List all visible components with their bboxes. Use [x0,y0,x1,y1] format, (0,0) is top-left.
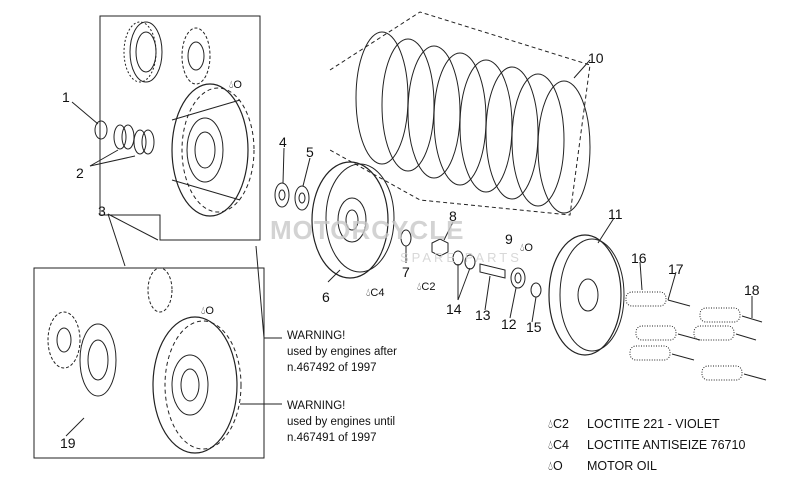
oil-drop-upper: 💧︎O [229,79,242,91]
callout-2: 2 [76,165,84,181]
upper-gear-box [99,15,261,241]
lower-large-gear [79,323,117,397]
bearing-12 [510,267,526,289]
warning-after-line2: used by engines after [287,346,397,358]
upper-large-gear [123,21,163,83]
callout-15: 15 [526,319,542,335]
drop-icon: 💧︎ [366,287,371,299]
oil-drop-plate: 💧︎O [520,242,533,254]
callout-18: 18 [744,282,760,298]
callout-10: 10 [588,50,604,66]
clutch-plates-10 [355,31,591,214]
bushing-2b [133,129,155,155]
upper-clutch-basket [171,83,255,217]
drop-icon: 💧︎ [548,459,554,473]
upper-small-gear [181,27,211,85]
drop-icon: 💧︎ [417,281,422,293]
warning-after-title: WARNING! [287,330,346,342]
pushrod-13 [479,263,506,279]
drop-icon: 💧︎ [520,242,525,254]
watermark-sub: SPARE PARTS [400,250,522,265]
callout-12: 12 [501,316,517,332]
loctite-c4-drop: 💧︎C4 [366,287,385,299]
warning-until-title: WARNING! [287,400,346,412]
oil-drop-lower: 💧︎O [201,305,214,317]
callout-8: 8 [449,208,457,224]
circlip-15 [530,282,542,298]
callout-6: 6 [322,289,330,305]
callout-4: 4 [279,134,287,150]
lower-clutch-basket [152,316,242,454]
warning-until-line2: used by engines until [287,416,396,428]
loctite-c2-drop: 💧︎C2 [417,281,436,293]
drop-icon: 💧︎ [229,79,234,91]
drop-icon: 💧︎ [201,305,206,317]
callout-1: 1 [62,89,70,105]
callout-19: 19 [60,435,76,451]
warning-until-line3: n.467491 of 1997 [287,432,377,444]
nut-8 [431,238,449,257]
callout-5: 5 [306,144,314,160]
callout-13: 13 [475,307,491,323]
lower-gear-box [33,267,265,459]
clutch-hub-6 [311,161,395,279]
callout-9: 9 [505,231,513,247]
warning-after-line3: n.467492 of 1997 [287,362,377,374]
callout-7: 7 [402,264,410,280]
warning-after-note: WARNING! used by engines after n.467492 … [287,328,397,376]
washer-4 [274,182,290,208]
callout-16: 16 [631,250,647,266]
leader-lines [65,59,753,437]
washer-5 [294,185,310,211]
springs-16 [625,291,743,381]
bushing-2a [113,124,135,150]
callout-11: 11 [608,206,623,222]
pressure-plate-11 [548,234,625,356]
callout-3: 3 [98,203,106,219]
lower-small-gear-a [47,311,81,369]
drop-icon: 💧︎ [548,417,554,431]
washer-1 [94,120,108,140]
callout-17: 17 [668,261,684,277]
watermark-brand: MOTORCYCLE [270,215,465,245]
warning-until-note: WARNING! used by engines until n.467491 … [287,398,395,446]
drop-icon: 💧︎ [548,438,554,452]
lower-small-gear-b [147,267,173,313]
callout-14: 14 [446,301,462,317]
bolts-18 [667,299,767,381]
